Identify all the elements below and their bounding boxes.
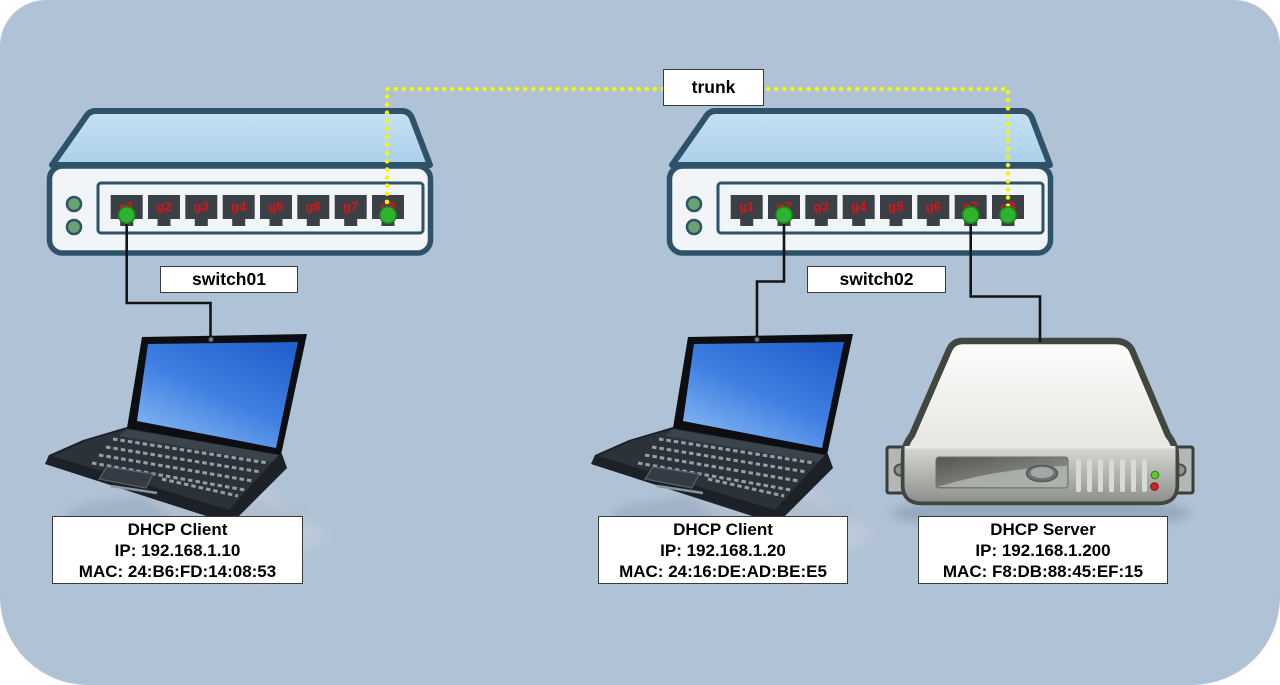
port-label: g5 [268,199,283,214]
link-up-dot-sw1-g8 [379,206,397,224]
switch02-name: switch02 [839,269,914,289]
server-front-highlight [906,446,1174,449]
vent-slot [1142,459,1147,492]
port-label: g2 [156,199,171,214]
vent-slot [1131,459,1136,492]
switch01-name: switch01 [192,269,266,289]
port-label: g7 [343,199,358,214]
server-graphic [885,337,1195,530]
power-button-inner [1030,467,1054,478]
switch02-graphic [670,111,1051,253]
port-label: g3 [814,199,829,214]
device-mac: MAC: 24:B6:FD:14:08:53 [78,562,277,582]
port-label: g4 [231,199,247,214]
device-mac: MAC: F8:DB:88:45:EF:15 [942,562,1144,582]
vent-slots [1076,459,1147,492]
dhcp-client-1-label: DHCP Client IP: 192.168.1.10 MAC: 24:B6:… [52,516,303,584]
port-label: g4 [851,199,867,214]
device-mac: MAC: 24:16:DE:AD:BE:E5 [619,562,827,582]
port-label: g1 [739,199,754,214]
switch02-label: switch02 [807,266,946,293]
vent-slot [1098,459,1103,492]
cables [125,213,1042,342]
device-title: DHCP Client [673,519,773,539]
cable-sw2g2-client2 [755,213,786,336]
port-label: g5 [888,199,903,214]
dhcp-client-2-label: DHCP Client IP: 192.168.1.20 MAC: 24:16:… [598,516,848,584]
device-ip: IP: 192.168.1.10 [114,540,241,560]
vent-slot [1120,459,1125,492]
link-up-dot-sw1-g1 [117,206,136,224]
power-led-red [1150,482,1159,491]
device-title: DHCP Client [127,519,228,539]
link-up-dots [117,206,1017,224]
vent-slot [1087,459,1092,492]
device-ip: IP: 192.168.1.20 [660,540,786,560]
vent-slot [1076,459,1081,492]
link-up-dot-sw2-g8 [999,206,1017,224]
device-ip: IP: 192.168.1.200 [975,540,1111,560]
vent-slot [1109,459,1114,492]
switch01-label: switch01 [160,266,298,293]
port-label: g6 [926,199,941,214]
link-up-dot-sw2-g7 [961,206,980,224]
power-led-green [1150,470,1160,480]
switch01-graphic [50,111,431,253]
port-label: g6 [306,199,321,214]
port-label: g3 [194,199,209,214]
device-title: DHCP Server [990,519,1096,539]
cable-sw2g7-server [969,213,1042,342]
trunk-label: trunk [663,69,764,106]
trunk-label-text: trunk [691,77,736,97]
cable-sw1g1-client1 [125,213,212,336]
link-up-dot-sw2-g2 [775,206,793,224]
dhcp-server-label: DHCP Server IP: 192.168.1.200 MAC: F8:DB… [918,516,1168,584]
